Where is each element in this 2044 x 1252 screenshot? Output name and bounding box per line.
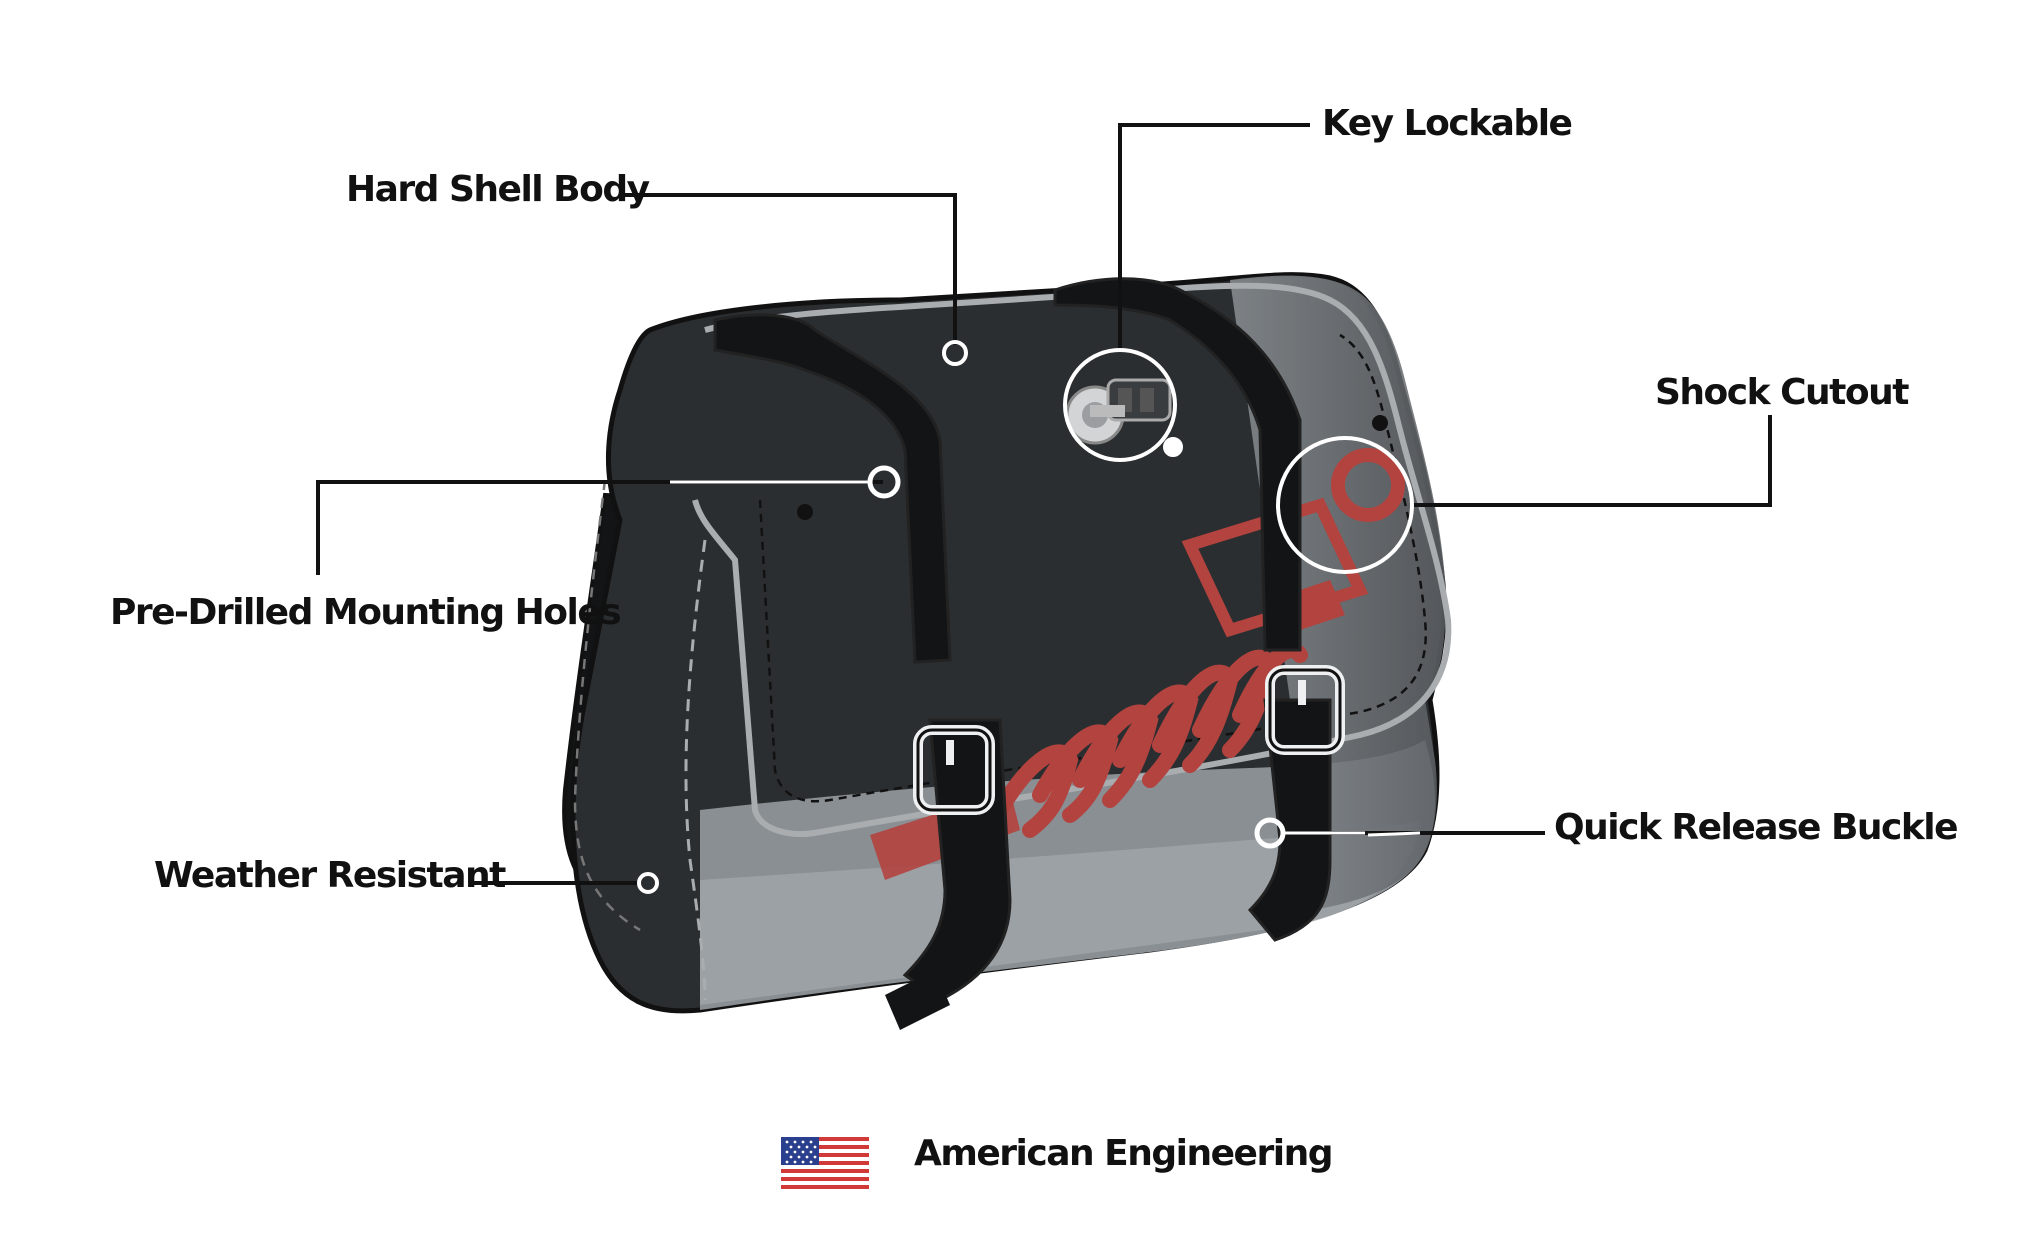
- buckle-right-icon: [1265, 665, 1345, 755]
- us-flag-icon: [781, 1137, 869, 1189]
- callout-quick-release-buckle: Quick Release Buckle: [1554, 807, 1959, 848]
- footer-american-engineering: American Engineering: [914, 1133, 1333, 1174]
- mounting-hole-icon: [797, 504, 813, 520]
- marker-buckle: [1254, 817, 1286, 849]
- callout-key-lockable: Key Lockable: [1322, 103, 1573, 144]
- marker-key-dot: [1163, 437, 1183, 457]
- mounting-hole-icon: [1372, 415, 1388, 431]
- leader-shock-cutout: [1410, 415, 1772, 507]
- lock-key-icon: [1065, 378, 1172, 445]
- leader-key-lockable: [1118, 123, 1310, 350]
- callout-hard-shell-body: Hard Shell Body: [346, 169, 650, 210]
- bag-body: [570, 272, 1452, 1014]
- leader-hard-shell: [620, 193, 957, 345]
- strap-right: [1053, 277, 1332, 942]
- callout-markers: [637, 340, 1414, 894]
- shock-absorber-graphic: [992, 642, 1308, 838]
- strap-left: [713, 313, 1012, 1030]
- leader-buckle-inner: [1367, 831, 1421, 837]
- marker-shock-cutout: [1276, 436, 1414, 574]
- callout-weather-resistant: Weather Resistant: [154, 855, 506, 896]
- marker-key-lockable: [1063, 348, 1177, 462]
- marker-weather: [637, 872, 659, 894]
- buckle-left-icon: [913, 725, 995, 815]
- marker-hard-shell: [942, 340, 968, 366]
- callout-pre-drilled-mounting-holes: Pre-Drilled Mounting Holes: [110, 592, 622, 633]
- callout-shock-cutout: Shock Cutout: [1655, 372, 1909, 413]
